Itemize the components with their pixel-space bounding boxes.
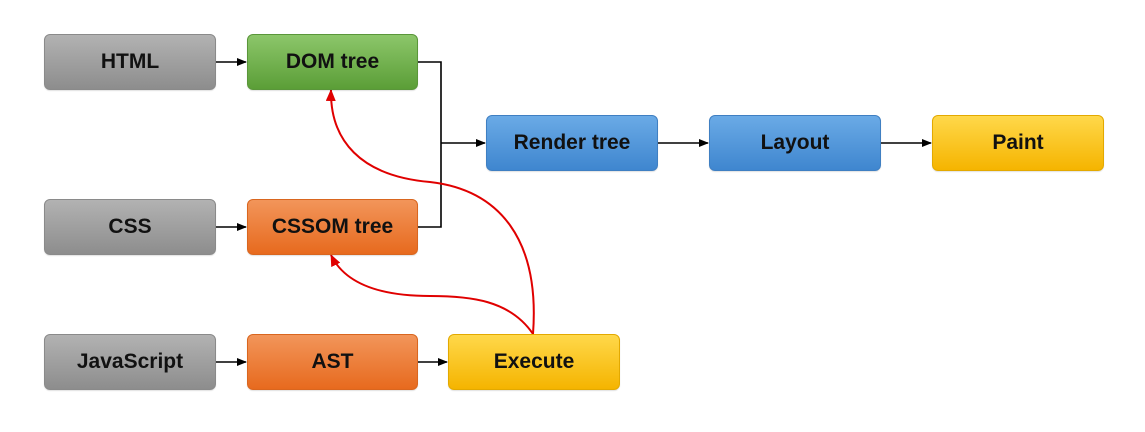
render-tree-node: Render tree — [486, 115, 658, 171]
red-arrow-execute-to-dom — [325, 89, 535, 335]
layout-node-label: Layout — [760, 131, 830, 154]
execute-node-label: Execute — [493, 350, 575, 373]
dom-tree-node: DOM tree — [247, 34, 418, 90]
red-arrow-execute-to-cssom — [330, 254, 534, 335]
javascript-node-label: JavaScript — [76, 350, 184, 373]
javascript-node: JavaScript — [44, 334, 216, 390]
ast-node-label: AST — [311, 350, 354, 373]
render-tree-node-label: Render tree — [513, 131, 631, 154]
connector-dom-to-merge — [418, 61, 442, 228]
css-node-label: CSS — [108, 215, 152, 238]
html-node-label: HTML — [100, 50, 160, 73]
dom-tree-node-label: DOM tree — [285, 50, 380, 73]
paint-node: Paint — [932, 115, 1104, 171]
ast-node: AST — [247, 334, 418, 390]
paint-node-label: Paint — [992, 131, 1044, 154]
execute-node: Execute — [448, 334, 620, 390]
layout-node: Layout — [709, 115, 881, 171]
cssom-tree-node-label: CSSOM tree — [271, 215, 394, 238]
cssom-tree-node: CSSOM tree — [247, 199, 418, 255]
css-node: CSS — [44, 199, 216, 255]
html-node: HTML — [44, 34, 216, 90]
